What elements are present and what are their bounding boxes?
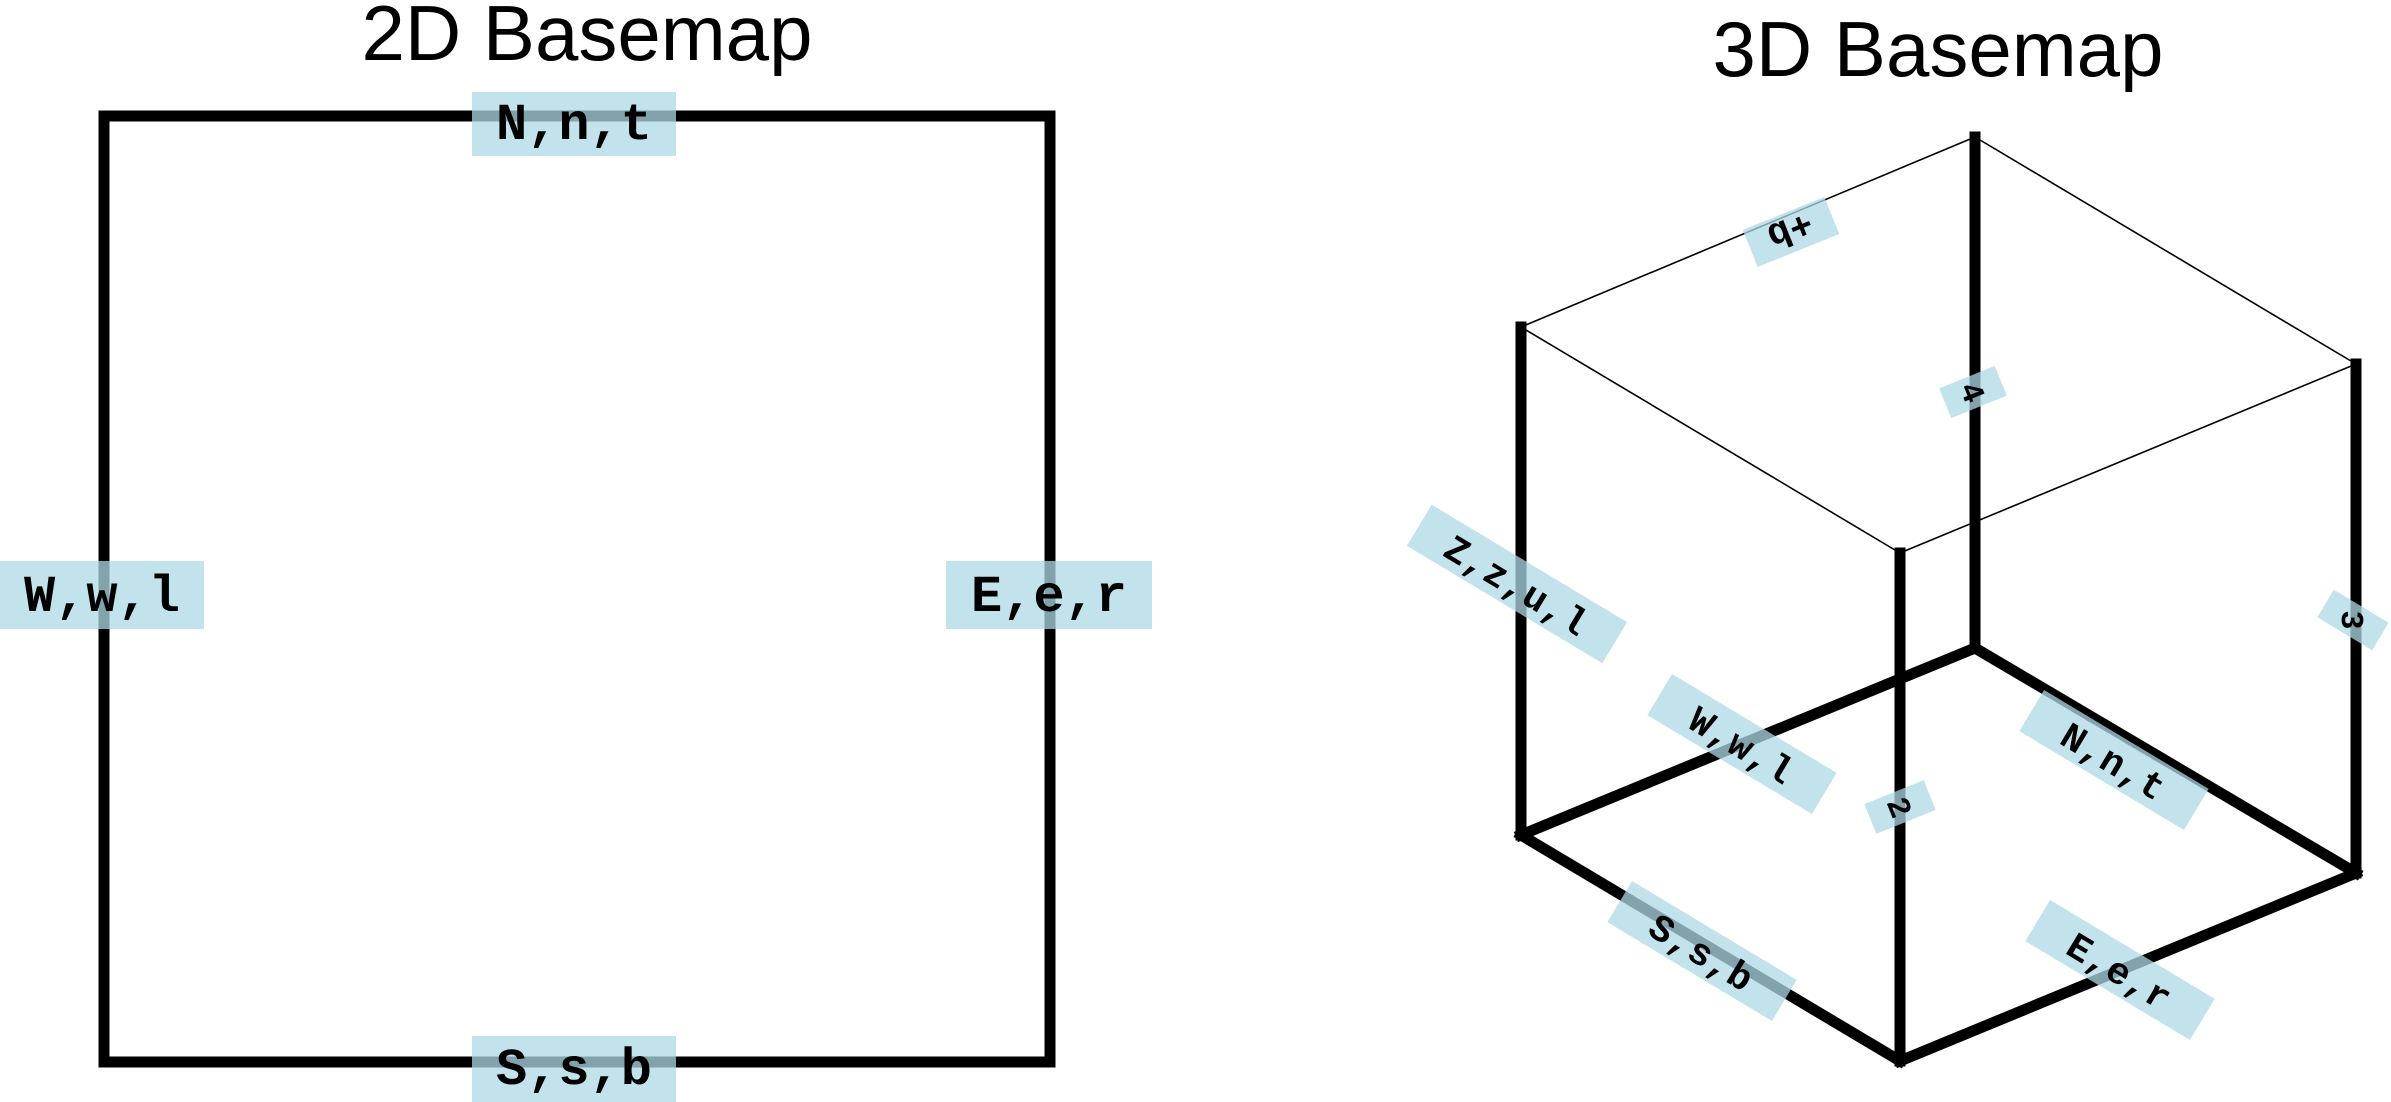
- label-background: [1742, 196, 1840, 268]
- label-background: [1864, 780, 1936, 834]
- map-3d-corner-3-label: 3: [2332, 610, 2369, 630]
- map-3d-corner-3-tag: 3: [2317, 589, 2389, 651]
- label-background: [472, 1036, 676, 1102]
- label-background: [472, 92, 676, 156]
- label-background: [2025, 899, 2215, 1041]
- map-2d-frame: [98, 110, 1056, 1068]
- cube-top-edge: [1974, 136, 2357, 365]
- map-3d-north-tag: N,n,t: [2019, 689, 2209, 831]
- map-2d-south-label: S,s,b: [496, 1041, 652, 1100]
- label-background: [1939, 365, 2007, 419]
- map-3d-east-tag: E,e,r: [2025, 899, 2215, 1041]
- map-2d-east-label: E,e,r: [971, 568, 1127, 627]
- map-3d-corner-4-tag: 4: [1939, 365, 2007, 419]
- label-background: [1607, 880, 1797, 1022]
- label-background: [2317, 589, 2389, 651]
- map-3d-top-back-tag: +b: [1742, 196, 1840, 268]
- map-3d-z-axis-label: Z,z,u,l: [1435, 528, 1594, 647]
- map-3d-title: 3D Basemap: [1713, 5, 2164, 93]
- map-3d-west-label: W,w,l: [1680, 700, 1800, 796]
- map-2d-title: 2D Basemap: [362, 0, 813, 77]
- map-2d: 2D Basemap N,n,t S,s,b W,w,l E,e,r: [0, 0, 1152, 1102]
- map-2d-west-label: W,w,l: [24, 568, 180, 627]
- label-background: [2019, 689, 2209, 831]
- map-3d-south-tag: S,s,b: [1607, 880, 1797, 1022]
- label-background: [1647, 673, 1837, 815]
- label-background: [0, 561, 204, 629]
- map-3d-west-tag: W,w,l: [1647, 673, 1837, 815]
- cube-top-edge: [1520, 326, 1901, 554]
- cube-base-edge-north: [1967, 640, 2364, 881]
- map-3d: 3D Basemap +b 4 Z,z,u,l: [1406, 5, 2389, 1069]
- map-2d-north-label: N,n,t: [496, 96, 652, 155]
- label-background: [1406, 504, 1628, 664]
- map-3d-east-label: E,e,r: [2058, 926, 2178, 1022]
- label-background: [946, 561, 1152, 629]
- map-3d-corner-2-tag: 2: [1864, 780, 1936, 834]
- map-3d-south-label: S,s,b: [1640, 907, 1760, 1003]
